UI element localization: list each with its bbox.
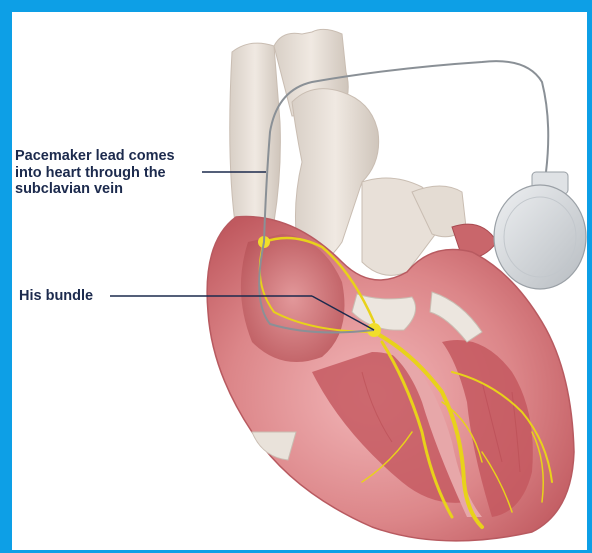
pacemaker-lead-label: Pacemaker lead comes into heart through … bbox=[15, 148, 215, 198]
pacemaker-device bbox=[494, 172, 586, 289]
heart-illustration bbox=[12, 12, 587, 550]
illustration-panel: Pacemaker lead comes into heart through … bbox=[12, 12, 587, 550]
his-bundle-label: His bundle bbox=[19, 288, 93, 305]
vena-cava bbox=[230, 43, 281, 230]
lead-label-line-1: Pacemaker lead comes bbox=[15, 148, 215, 165]
inferior-vena-cava bbox=[252, 432, 296, 460]
lead-label-line-2: into heart through the bbox=[15, 165, 215, 182]
lead-label-line-3: subclavian vein bbox=[15, 181, 215, 198]
